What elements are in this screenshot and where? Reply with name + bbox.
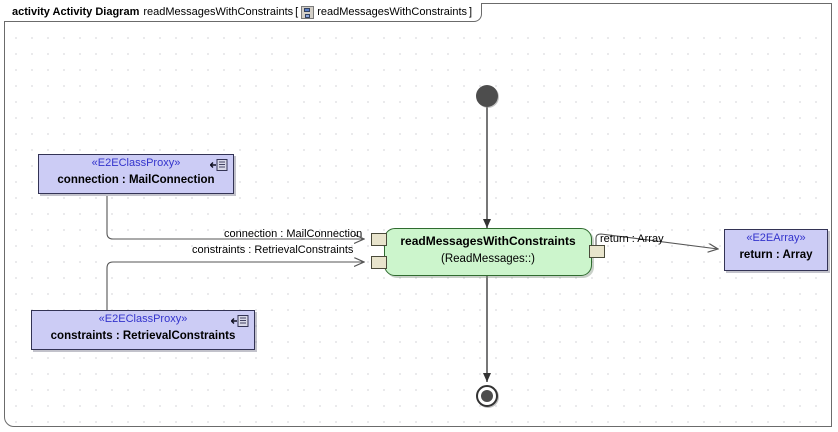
frame-bracket-close: ] bbox=[469, 6, 473, 18]
edge-label-return: return : Array bbox=[600, 233, 664, 245]
activity-title: readMessagesWithConstraints bbox=[400, 234, 576, 248]
edge-label-constraints: constraints : RetrievalConstraints bbox=[192, 244, 354, 256]
connection-proxy-name: connection : MailConnection bbox=[57, 174, 215, 186]
object-flow-connection bbox=[106, 196, 364, 239]
activity-node-read-messages[interactable]: readMessagesWithConstraints (ReadMessage… bbox=[384, 228, 592, 276]
object-node-return-array[interactable]: «E2EArray» return : Array bbox=[724, 229, 828, 271]
object-node-connection-proxy[interactable]: «E2EClassProxy» connection : MailConnect… bbox=[38, 154, 234, 194]
edge-label-connection: connection : MailConnection bbox=[224, 228, 363, 240]
pin-return[interactable] bbox=[589, 245, 605, 258]
return-array-name: return : Array bbox=[739, 249, 813, 261]
activity-final-inner bbox=[481, 390, 493, 402]
frame-bracket-open: [ bbox=[295, 6, 299, 18]
constraints-proxy-stereotype: «E2EClassProxy» bbox=[98, 313, 188, 325]
pin-constraints[interactable] bbox=[371, 256, 387, 269]
object-node-constraints-proxy[interactable]: «E2EClassProxy» constraints : RetrievalC… bbox=[31, 310, 255, 350]
frame-name: readMessagesWithConstraints bbox=[143, 6, 294, 18]
activity-subtitle: (ReadMessages::) bbox=[441, 253, 535, 265]
constraints-proxy-name: constraints : RetrievalConstraints bbox=[50, 330, 236, 342]
diagram-frame-header[interactable]: activity Activity Diagram readMessagesWi… bbox=[4, 3, 483, 22]
return-array-stereotype: «E2EArray» bbox=[746, 232, 806, 244]
object-flow-constraints bbox=[106, 262, 364, 310]
frame-inner-name: readMessagesWithConstraints bbox=[317, 6, 468, 18]
connection-proxy-stereotype: «E2EClassProxy» bbox=[91, 157, 181, 169]
activity-diagram-icon bbox=[301, 5, 315, 19]
initial-node[interactable] bbox=[476, 85, 498, 107]
frame-keyword: activity Activity Diagram bbox=[12, 6, 140, 18]
pin-connection[interactable] bbox=[371, 233, 387, 246]
object-flow-return bbox=[595, 233, 718, 251]
class-proxy-icon bbox=[231, 315, 249, 327]
class-proxy-icon bbox=[210, 159, 228, 171]
